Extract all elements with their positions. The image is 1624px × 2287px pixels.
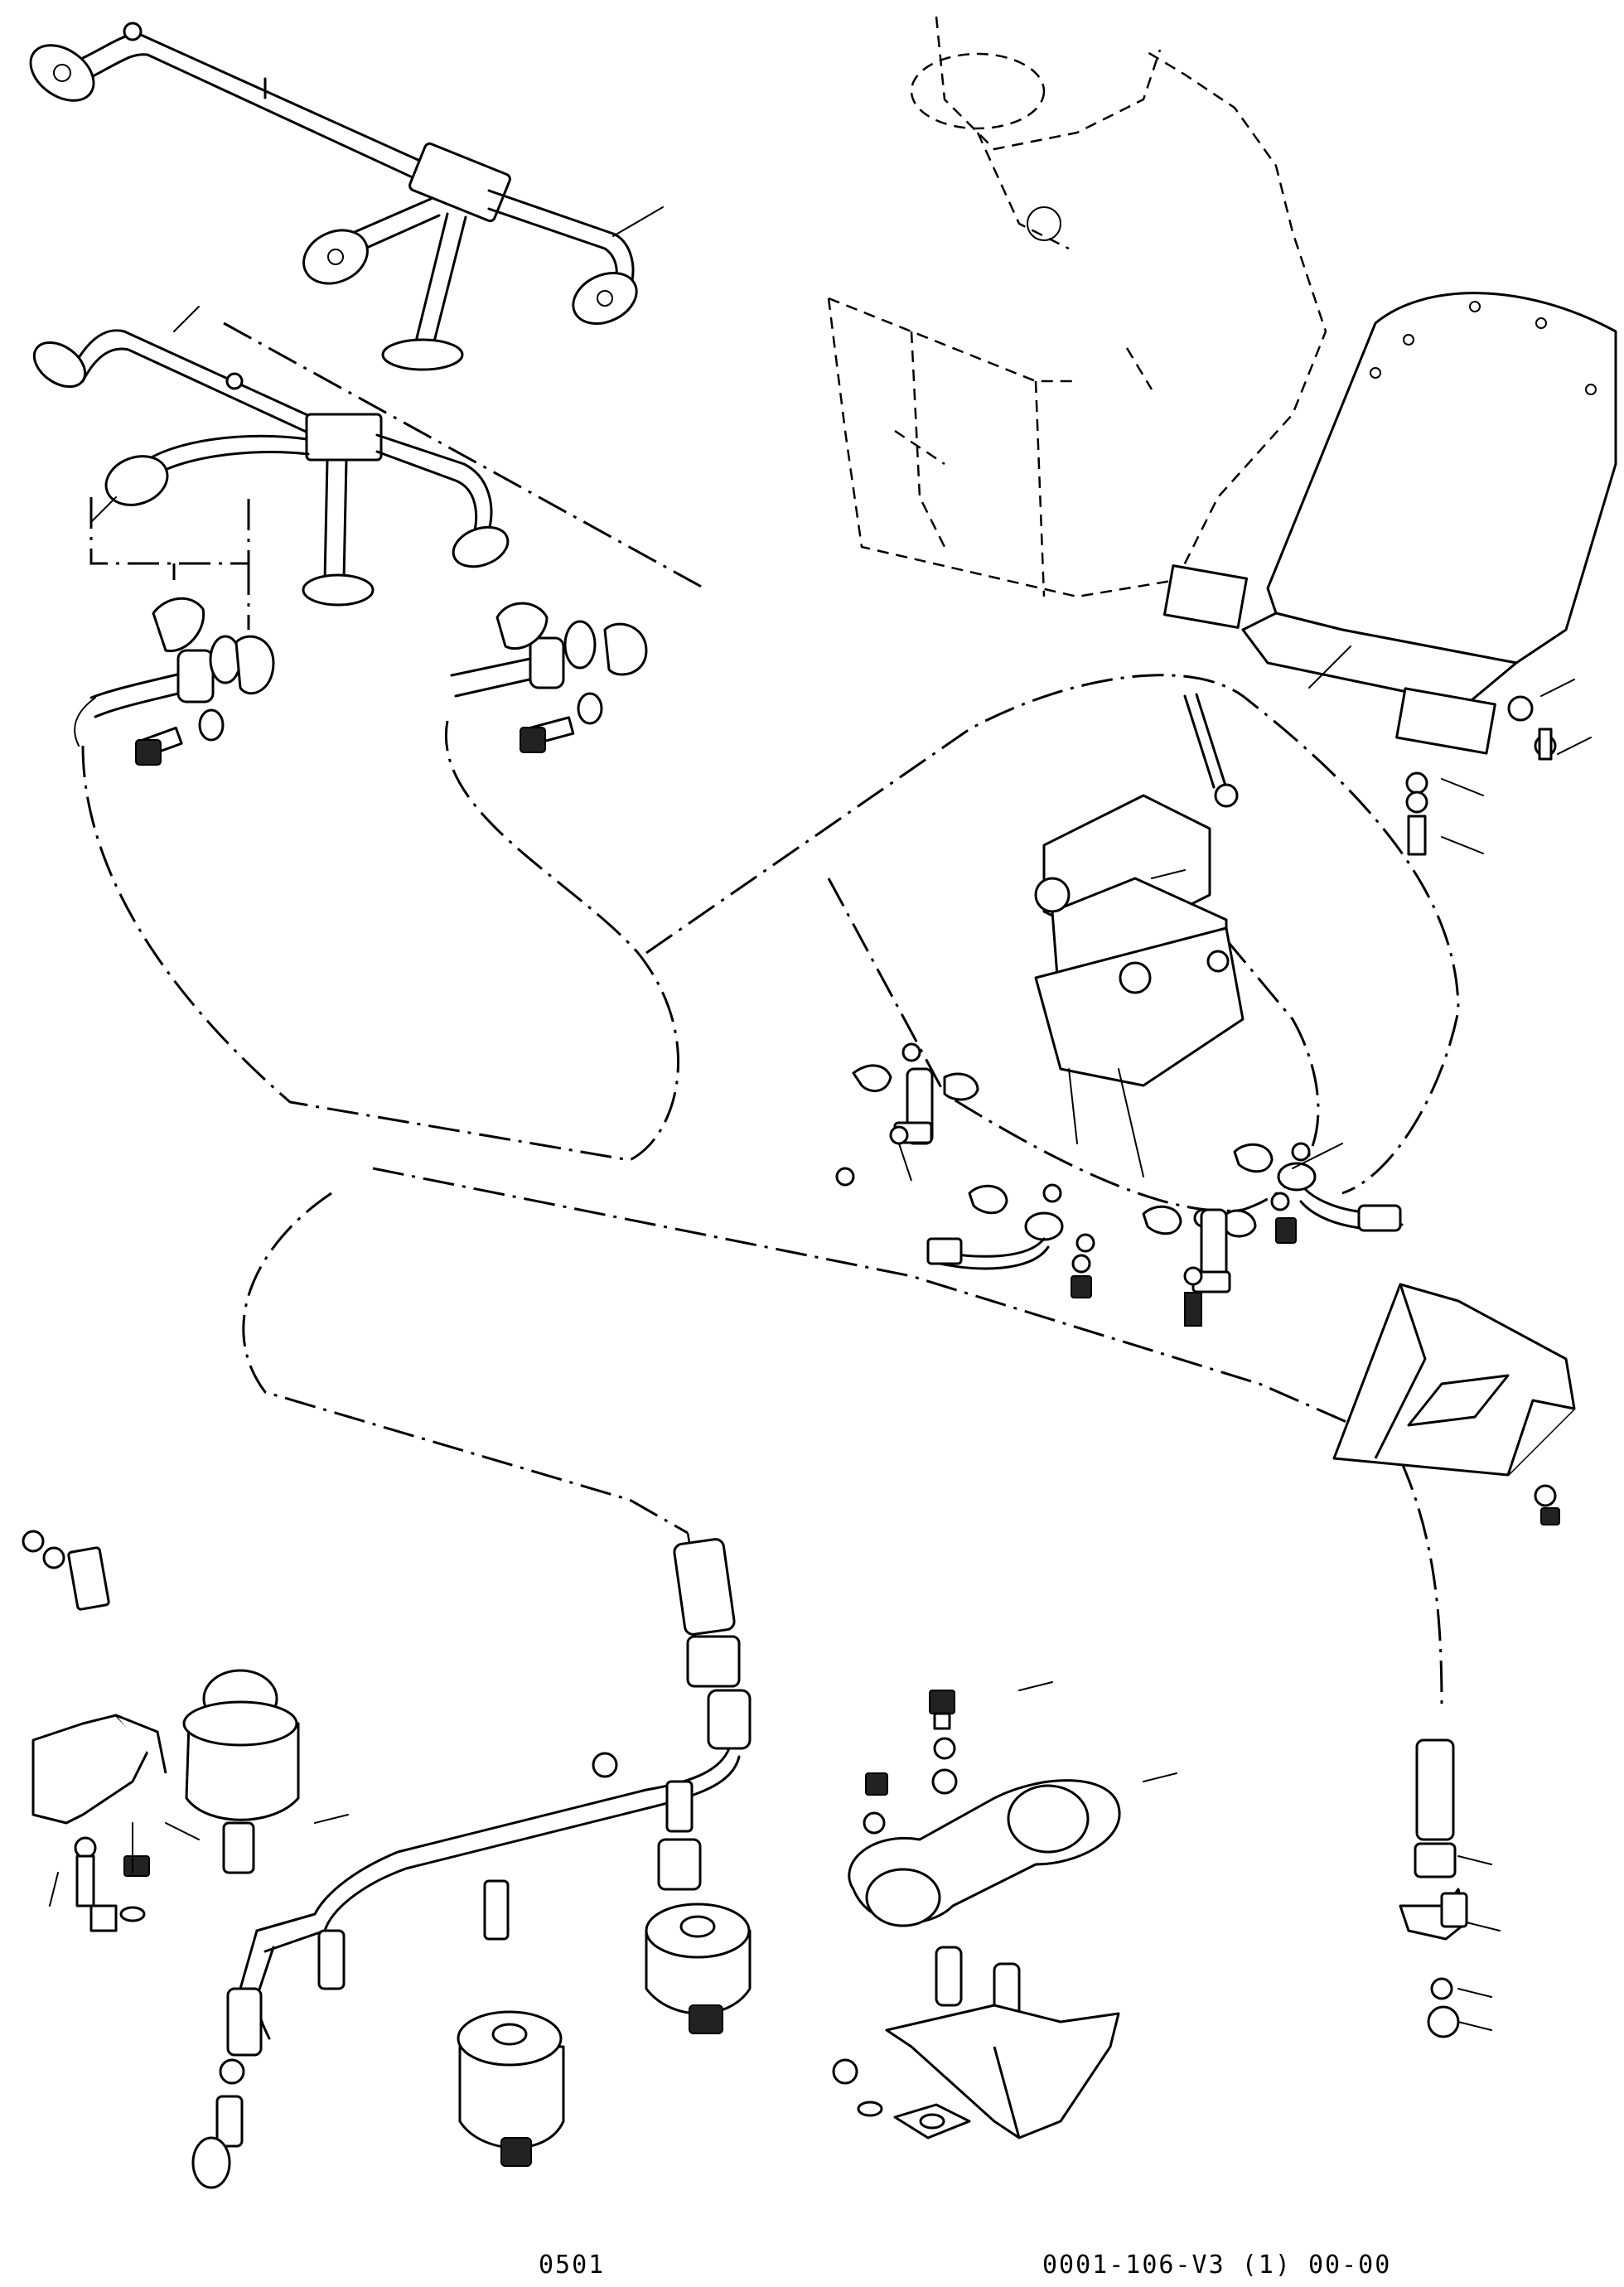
figure-code-right: 0001-106-V3 (1) 00-00 [1042, 2251, 1392, 2280]
dash-routing-loops [81, 674, 1460, 1708]
upper-pipe-manifold [29, 22, 664, 371]
filter-mounting-plate [832, 1690, 1121, 2140]
control-valve-unit [1034, 693, 1245, 1177]
lower-pipe-manifold [32, 306, 510, 607]
callout-leader-lines [49, 645, 1592, 2031]
lower-left-bracket [22, 1530, 300, 1932]
mounting-plate [1162, 292, 1617, 856]
engine-block-phantom [827, 16, 1327, 598]
dash-leaders-top [89, 322, 705, 630]
figure-code-left: 0501 [539, 2251, 606, 2280]
support-bracket [1332, 1283, 1576, 1525]
valve-fittings-cluster [835, 1042, 1404, 1327]
middle-banjo-assembly [450, 602, 648, 753]
left-banjo-assembly [74, 597, 275, 766]
lower-right-pipe-end [1399, 1738, 1468, 2038]
lower-pipe-assembly [191, 1538, 752, 2189]
